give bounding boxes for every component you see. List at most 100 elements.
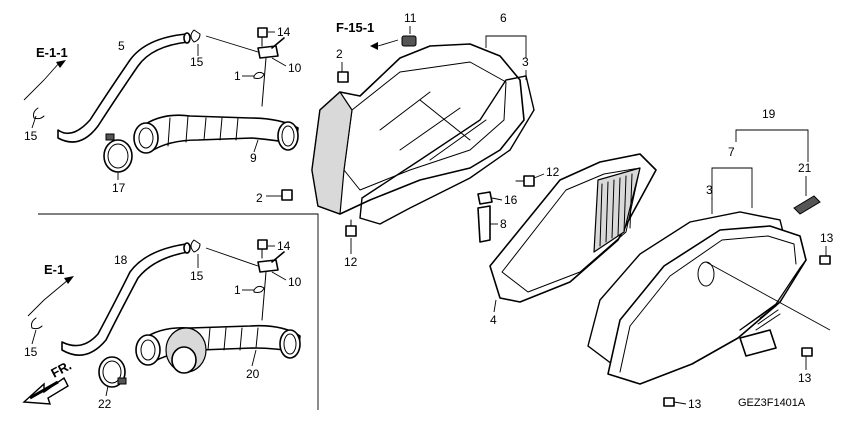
callout-2b: 2 <box>256 191 263 205</box>
diagram-code: GEZ3F1401A <box>738 397 806 409</box>
air-cleaner-housing-side <box>311 91 353 215</box>
intake-duct-9-outlet <box>277 121 299 151</box>
callout-13a: 13 <box>820 231 834 245</box>
callout-14a: 14 <box>277 25 291 39</box>
callout-10a: 10 <box>288 61 302 75</box>
drain-tube-8 <box>477 205 491 243</box>
callout-6-bracket <box>485 35 527 58</box>
gasket-3a <box>359 75 535 225</box>
air-cleaner-housing-ribs <box>379 91 487 161</box>
clamp-17-inner <box>107 143 129 169</box>
callout-4: 4 <box>490 313 497 327</box>
inlet-boot-lower <box>135 334 161 366</box>
callout-13c-leader <box>673 401 687 405</box>
callout-10b: 10 <box>288 275 302 289</box>
bolt-2a <box>337 71 349 83</box>
callout-8: 8 <box>500 217 507 231</box>
subassembly-frame <box>38 213 319 410</box>
inlet-boot-inner <box>138 127 154 149</box>
hose-5-end <box>183 32 191 44</box>
tube-10-lower <box>257 259 279 273</box>
callout-20-leader <box>251 349 257 367</box>
clamp-17-screw <box>105 133 115 141</box>
callout-6: 6 <box>500 11 507 25</box>
bolt-2b <box>281 189 293 201</box>
screw-13b <box>801 347 813 357</box>
callout-1a: 1 <box>234 69 241 83</box>
ref-f-15-1: F-15-1 <box>336 20 374 35</box>
ref-e-1-arrow <box>64 276 74 284</box>
intake-duct-20-outlet <box>279 329 301 359</box>
clip-1a <box>253 71 265 79</box>
callout-3a: 3 <box>522 55 529 69</box>
callout-13c: 13 <box>688 397 702 411</box>
ref-e-1-1-arrow <box>56 60 66 68</box>
callout-10b-leader <box>271 271 287 281</box>
air-filter-element-4-frame <box>501 167 641 293</box>
ref-e-1-leader <box>27 279 69 317</box>
bolt-12a <box>345 225 357 237</box>
tube-10-lower-drop <box>261 271 267 321</box>
callout-15c-leader <box>31 329 37 345</box>
ref-e-1: E-1 <box>44 262 64 277</box>
intake-duct-20-outlet-inner <box>283 333 297 355</box>
inlet-boot <box>133 122 159 154</box>
ref-f-15-1-arrow <box>370 42 378 50</box>
tube-10-link <box>205 35 259 53</box>
callout-10a-leader <box>271 57 287 67</box>
clamp-22-screw <box>117 377 127 385</box>
callout-18: 18 <box>114 253 128 267</box>
tube-10-drop <box>261 57 267 107</box>
callout-9: 9 <box>250 151 257 165</box>
callout-17: 17 <box>112 181 126 195</box>
intake-duct-20 <box>141 324 301 365</box>
clip-1b <box>253 285 265 293</box>
bolt-14-lower <box>257 239 268 250</box>
ref-e-1-1: E-1-1 <box>36 45 68 60</box>
tube-10-stub <box>271 37 285 49</box>
callout-7-bracket <box>711 167 753 208</box>
tube-10-lower-stub <box>271 251 285 263</box>
callout-20: 20 <box>246 367 260 381</box>
clip-16 <box>477 191 493 205</box>
callout-1b: 1 <box>234 283 241 297</box>
callout-14b: 14 <box>277 239 291 253</box>
callout-15c: 15 <box>24 345 38 359</box>
callout-19: 19 <box>762 107 776 121</box>
callout-13b: 13 <box>798 371 812 385</box>
callout-11: 11 <box>404 11 417 25</box>
clamp-15-lower <box>190 239 201 253</box>
screw-13a <box>819 255 831 265</box>
callout-16-leader <box>491 197 503 201</box>
inlet-boot-lower-inner <box>140 339 156 361</box>
callout-9-leader <box>253 139 259 153</box>
callout-2a: 2 <box>336 47 343 61</box>
air-cleaner-cover-7-shade <box>739 259 807 331</box>
hose-5-clamp <box>33 107 45 120</box>
callout-16: 16 <box>504 193 518 207</box>
callout-4-leader <box>493 299 497 313</box>
screw-13c <box>663 397 675 407</box>
callout-15d: 15 <box>190 269 204 283</box>
hose-18-clamp <box>31 317 43 330</box>
intake-duct-9-outlet-inner <box>281 125 295 147</box>
intake-duct-9 <box>139 114 299 153</box>
callout-12a: 12 <box>344 255 358 269</box>
intake-duct-20-ribs <box>207 327 259 351</box>
callout-19-bracket <box>735 129 809 162</box>
resonator-cap <box>171 346 197 374</box>
callout-15b: 15 <box>190 55 204 69</box>
callout-21: 21 <box>798 161 812 175</box>
air-cleaner-cover-7-rim <box>619 235 797 373</box>
callout-12b: 12 <box>546 165 560 179</box>
air-cleaner-cover-7 <box>607 225 807 385</box>
clamp-15-top <box>190 29 201 43</box>
callout-15a: 15 <box>24 129 38 143</box>
bolt-14 <box>257 27 268 38</box>
hose-18-end <box>183 242 191 254</box>
front-label: FR. <box>48 358 74 381</box>
bolt-12b <box>523 175 535 187</box>
air-cleaner-cover-7-vent <box>755 305 781 331</box>
tube-10 <box>257 45 279 59</box>
